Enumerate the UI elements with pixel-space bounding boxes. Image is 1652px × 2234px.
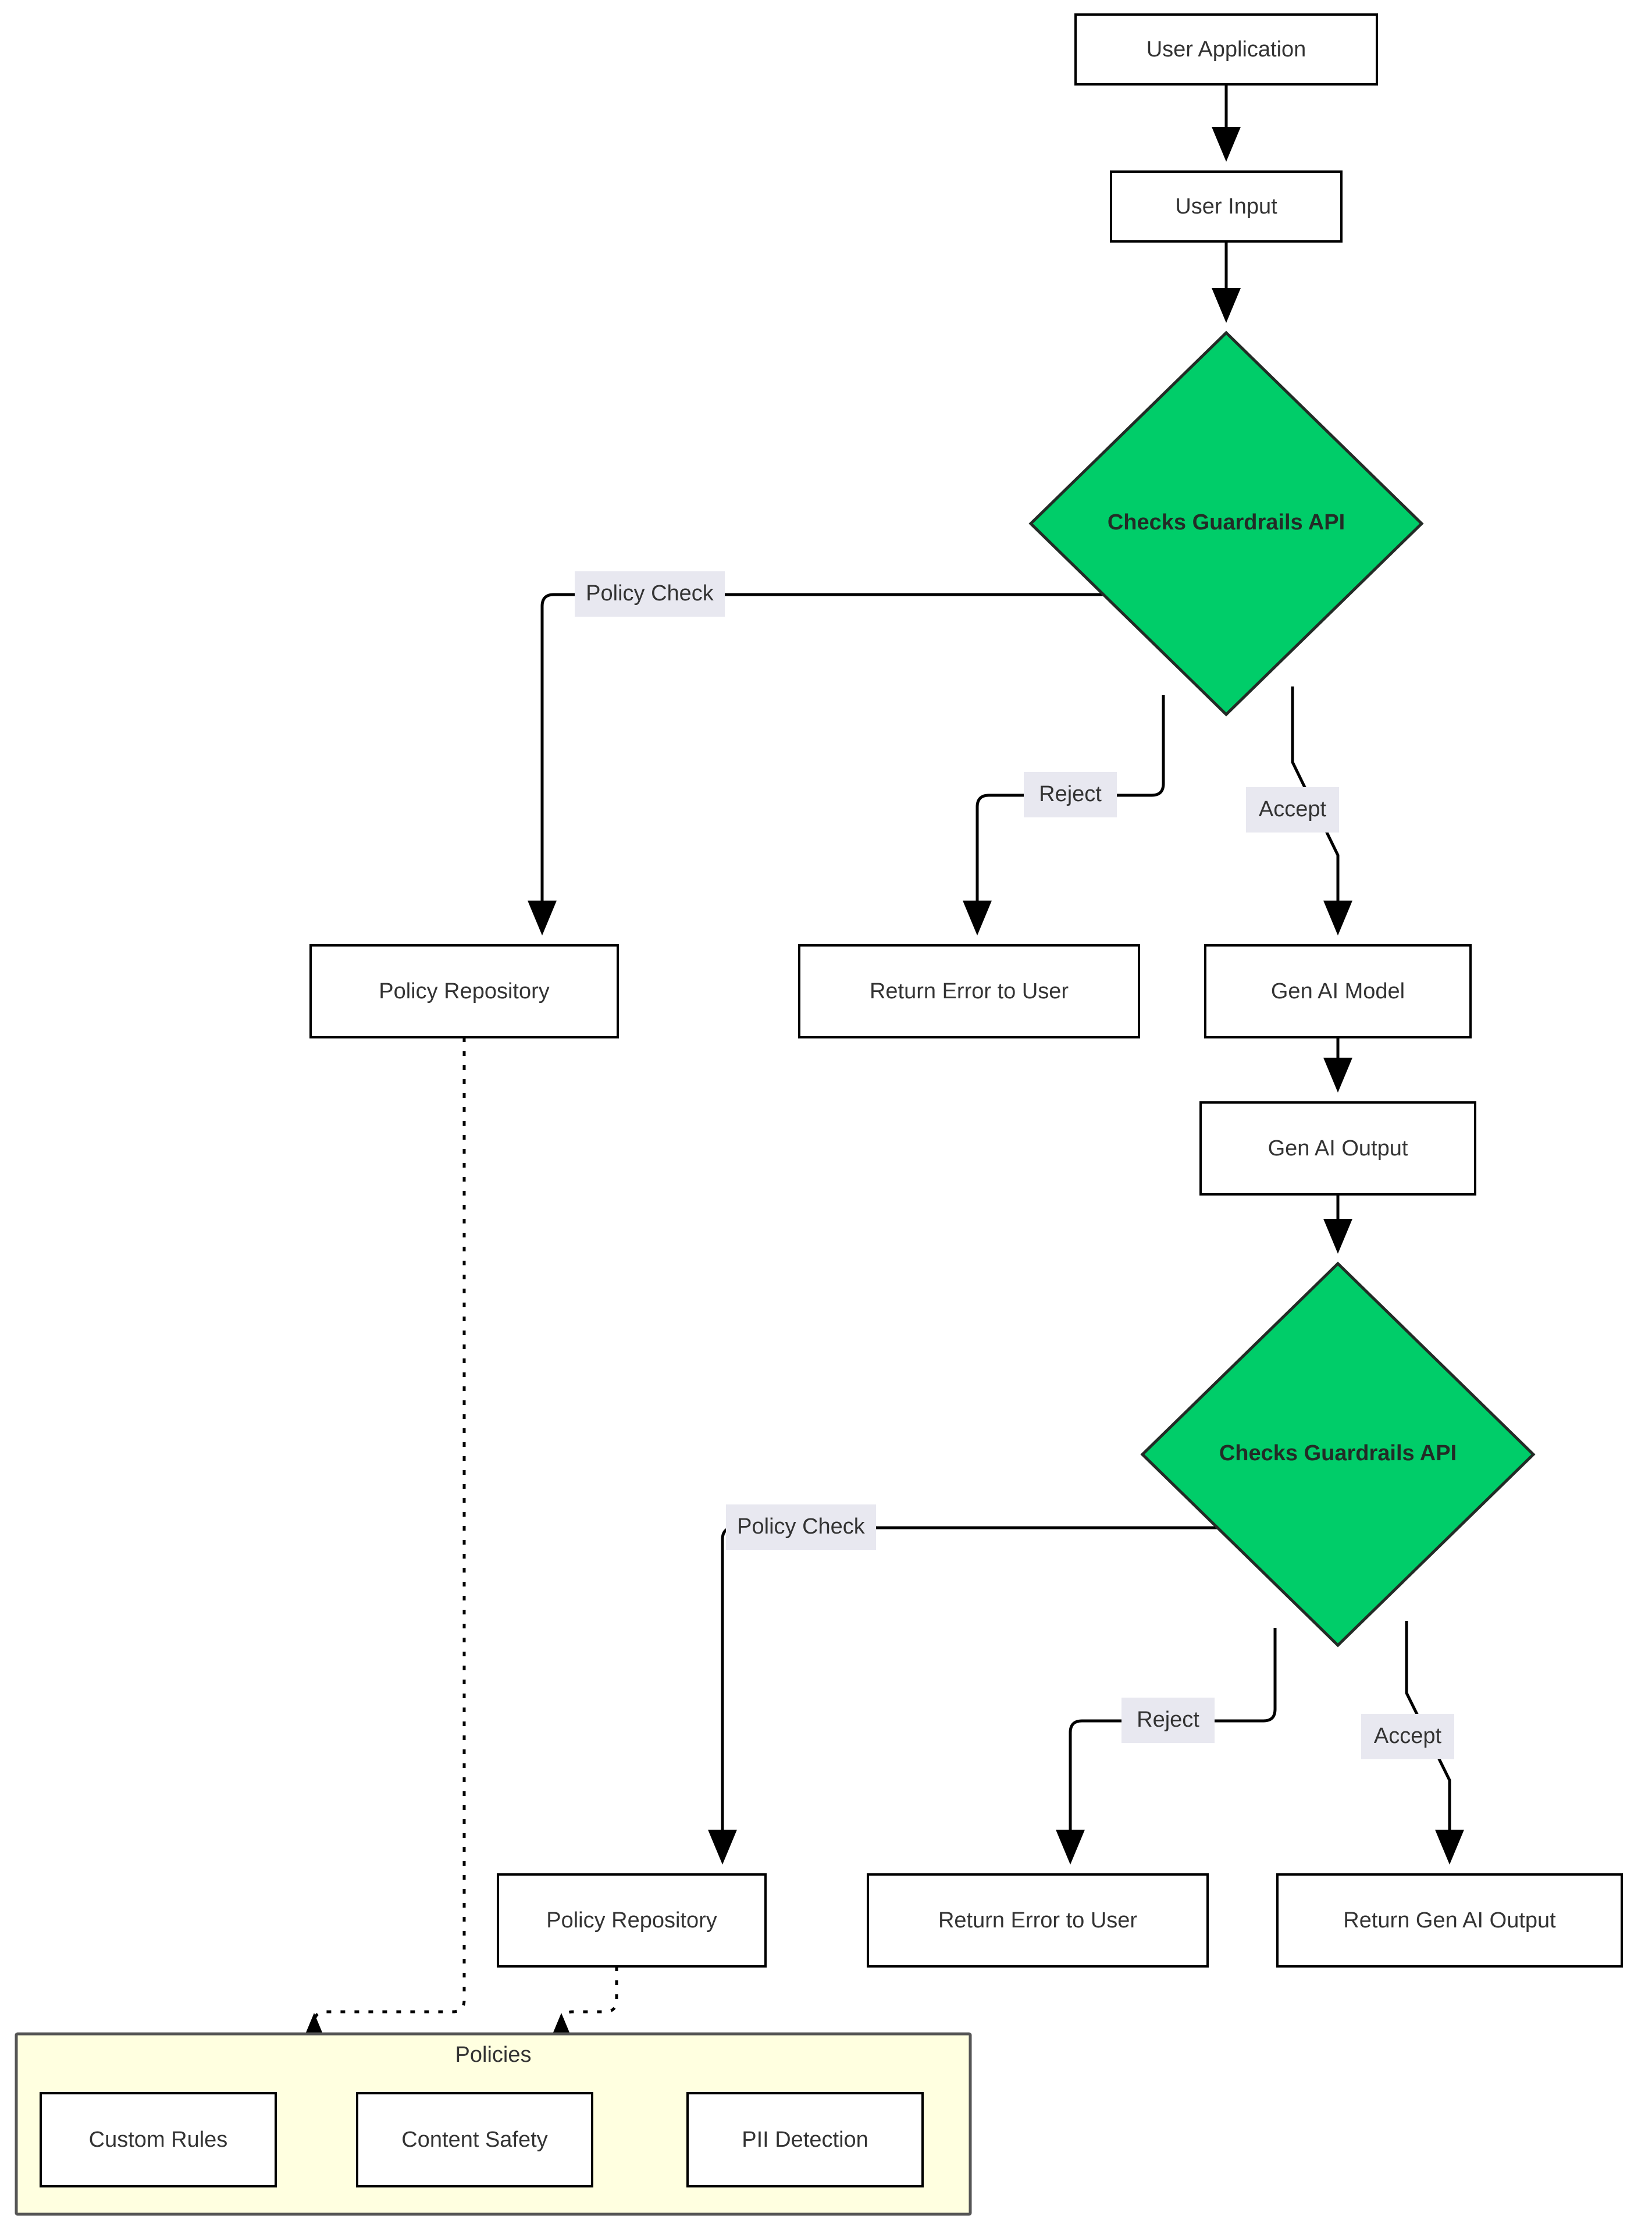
edge-policy-repository-out-to-policies [547,1966,618,2048]
edge-label-accept-output-text: Accept [1374,1724,1442,1748]
edge-label-policy-check-input-text: Policy Check [586,581,714,606]
edge-label-policy-check-input-bg [575,571,725,617]
node-return-error-to-user-input[interactable]: Return Error to User [798,944,1140,1038]
checks-guardrails-api-input-diamond[interactable] [1028,330,1424,717]
checks-guardrails-api-input-label: Checks Guardrails API [1108,510,1345,535]
gen-ai-model-rect[interactable] [1204,944,1472,1038]
edge-label-accept-input-text: Accept [1259,797,1327,821]
node-gen-ai-model[interactable]: Gen AI Model [1204,944,1472,1038]
edge-label-policy-check-input: Policy Check [575,571,725,617]
edge-label-accept-output-bg [1361,1714,1454,1759]
policy-repository-input-rect[interactable] [309,944,619,1038]
edge-label-accept-input-bg [1246,787,1339,833]
user-application-label: User Application [1147,37,1306,62]
edge-label-reject-input-bg [1024,772,1117,817]
return-gen-ai-output-rect[interactable] [1276,1873,1623,1968]
user-input-rect[interactable] [1110,170,1343,243]
edge-label-accept-input: Accept [1246,787,1339,833]
edge-label-reject-input-text: Reject [1039,782,1102,806]
pii-detection-label: PII Detection [742,2128,868,2152]
node-return-gen-ai-output[interactable]: Return Gen AI Output [1276,1873,1623,1968]
node-checks-guardrails-api-output[interactable]: Checks Guardrails API [1140,1261,1536,1648]
edge-label-reject-output-bg [1121,1698,1215,1743]
node-checks-guardrails-api-input[interactable]: Checks Guardrails API [1028,330,1424,717]
edge-label-reject-output: Reject [1121,1698,1215,1743]
policy-repository-output-rect[interactable] [497,1873,767,1968]
node-policy-repository-output[interactable]: Policy Repository [497,1873,767,1968]
policies-cluster-title: Policies [455,2043,532,2067]
edge-policy-repository-in-to-policies [300,1037,466,2048]
node-pii-detection[interactable]: PII Detection [686,2092,924,2187]
node-return-error-to-user-output[interactable]: Return Error to User [867,1873,1209,1968]
edge-label-reject-output-text: Reject [1137,1707,1199,1732]
content-safety-label: Content Safety [401,2128,547,2152]
custom-rules-rect[interactable] [40,2092,277,2187]
policies-cluster: Policies Custom Rules Content Safety PII… [15,2032,972,2216]
gen-ai-output-label: Gen AI Output [1268,1136,1408,1161]
node-user-input[interactable]: User Input [1110,170,1343,243]
return-error-to-user-input-label: Return Error to User [870,979,1069,1004]
return-gen-ai-output-label: Return Gen AI Output [1343,1908,1556,1933]
user-input-label: User Input [1175,194,1277,219]
content-safety-rect[interactable] [356,2092,593,2187]
user-application-rect[interactable] [1074,13,1378,86]
node-custom-rules[interactable]: Custom Rules [40,2092,277,2187]
edge-label-policy-check-output-bg [726,1504,876,1550]
custom-rules-label: Custom Rules [89,2128,228,2152]
policy-repository-output-label: Policy Repository [546,1908,717,1933]
node-user-application[interactable]: User Application [1074,13,1378,86]
return-error-to-user-output-rect[interactable] [867,1873,1209,1968]
return-error-to-user-input-rect[interactable] [798,944,1140,1038]
edge-label-policy-check-output: Policy Check [726,1504,876,1550]
gen-ai-model-label: Gen AI Model [1271,979,1405,1004]
checks-guardrails-api-output-diamond[interactable] [1140,1261,1536,1648]
checks-guardrails-api-output-label: Checks Guardrails API [1219,1441,1457,1465]
edge-guardrails-out-to-return-error [1056,1628,1277,1865]
edge-label-reject-input: Reject [1024,772,1117,817]
node-content-safety[interactable]: Content Safety [356,2092,593,2187]
gen-ai-output-rect[interactable] [1199,1101,1476,1196]
node-gen-ai-output[interactable]: Gen AI Output [1199,1101,1476,1196]
policy-repository-input-label: Policy Repository [379,979,550,1004]
return-error-to-user-output-label: Return Error to User [938,1908,1137,1933]
edge-guardrails-out-to-policy-repository [708,1526,1232,1865]
edge-guardrails-in-to-policy-repository [528,593,1120,935]
edge-label-accept-output: Accept [1361,1714,1454,1759]
node-policy-repository-input[interactable]: Policy Repository [309,944,619,1038]
edge-label-policy-check-output-text: Policy Check [737,1514,866,1539]
pii-detection-rect[interactable] [686,2092,924,2187]
